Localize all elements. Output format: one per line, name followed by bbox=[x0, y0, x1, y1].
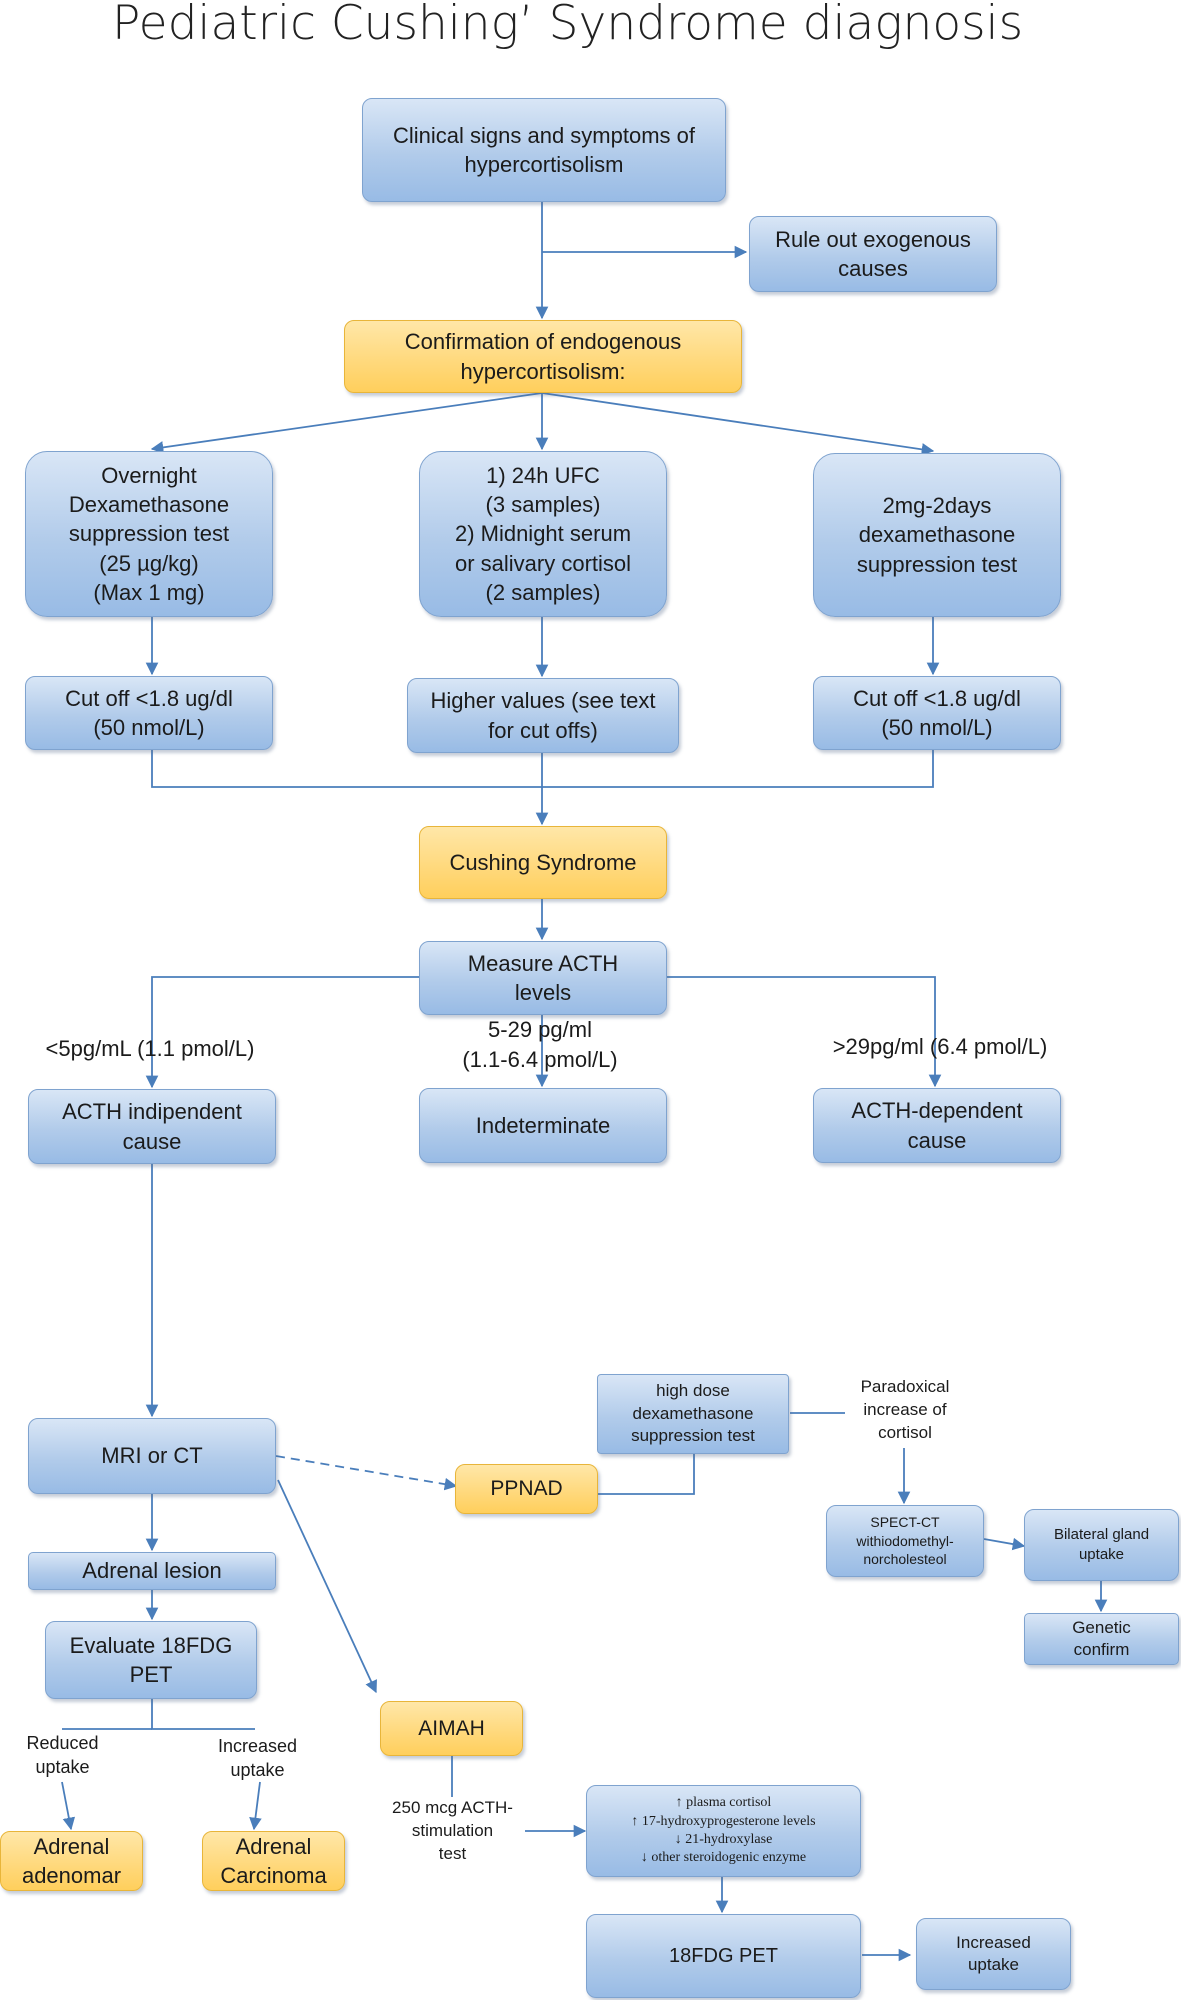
node-acth-indep: ACTH indipendent cause bbox=[28, 1089, 276, 1164]
node-exogenous: Rule out exogenous causes bbox=[749, 216, 997, 292]
node-confirmation: Confirmation of endogenous hypercortisol… bbox=[344, 320, 742, 393]
node-clinical: Clinical signs and symptoms of hypercort… bbox=[362, 98, 726, 202]
edge-confirm-overnight bbox=[150, 392, 543, 454]
node-mri: MRI or CT bbox=[28, 1418, 276, 1494]
node-cushing: Cushing Syndrome bbox=[419, 826, 667, 899]
label-stim: 250 mcg ACTH- stimulation test bbox=[392, 1798, 513, 1863]
diagram-title: Pediatric Cushing’ Syndrome diagnosis bbox=[112, 0, 1024, 51]
edge-acth-dep bbox=[666, 976, 942, 1088]
edge-pet-split bbox=[151, 1699, 255, 1730]
node-genetic: Genetic confirm bbox=[1024, 1613, 1179, 1665]
node-bilateral: Bilateral gland uptake bbox=[1024, 1509, 1179, 1581]
node-twomg: 2mg-2days dexamethasone suppression test bbox=[813, 453, 1061, 617]
node-increased-uptake: Increased uptake bbox=[916, 1918, 1071, 1990]
node-overnight: Overnight Dexamethasone suppression test… bbox=[25, 451, 273, 617]
label-lt5: <5pg/mL (1.1 pmol/L) bbox=[45, 1036, 255, 1061]
node-higher: Higher values (see text for cut offs) bbox=[407, 678, 679, 753]
edge-confirm-twomg bbox=[541, 392, 935, 456]
edge-acth-indep bbox=[145, 976, 419, 1089]
label-increased: Increased uptake bbox=[217, 1736, 298, 1781]
node-adrenal-adenoma: Adrenal adenomar bbox=[0, 1831, 143, 1891]
node-indeterminate: Indeterminate bbox=[419, 1088, 667, 1163]
node-spect: SPECT-CT withiodomethyl- norcholesteol bbox=[826, 1505, 984, 1577]
label-paradoxical: Paradoxical increase of cortisol bbox=[860, 1377, 950, 1442]
edge-mri-aimah bbox=[277, 1479, 377, 1694]
node-fdg-pet: 18FDG PET bbox=[586, 1914, 861, 1998]
node-ufc: 1) 24h UFC (3 samples) 2) Midnight serum… bbox=[419, 451, 667, 617]
node-evaluate-pet: Evaluate 18FDG PET bbox=[45, 1621, 257, 1699]
node-cutoff-left: Cut off <1.8 ug/dl (50 nmol/L) bbox=[25, 676, 273, 750]
node-cutoff-right: Cut off <1.8 ug/dl (50 nmol/L) bbox=[813, 676, 1061, 750]
node-ppnad: PPNAD bbox=[455, 1464, 598, 1514]
node-adrenal-carcinoma: Adrenal Carcinoma bbox=[202, 1831, 345, 1891]
node-aimah: AIMAH bbox=[380, 1701, 523, 1756]
edge-ppnad-highdose bbox=[598, 1454, 695, 1495]
label-reduced: Reduced uptake bbox=[26, 1733, 99, 1778]
edge-mri-ppnad bbox=[275, 1455, 458, 1491]
node-high-dose: high dose dexamethasone suppression test bbox=[597, 1374, 789, 1454]
node-adrenal-lesion: Adrenal lesion bbox=[28, 1552, 276, 1590]
edge-increased-carcinoma bbox=[249, 1781, 262, 1831]
node-acth-dep: ACTH-dependent cause bbox=[813, 1088, 1061, 1163]
node-acth: Measure ACTH levels bbox=[419, 941, 667, 1015]
edge-reduced-adenoma bbox=[61, 1781, 76, 1831]
label-gt29: >29pg/ml (6.4 pmol/L) bbox=[832, 1034, 1048, 1059]
node-plasma: ↑ plasma cortisol ↑ 17-hydroxyprogestero… bbox=[586, 1785, 861, 1877]
label-mid: 5-29 pg/ml (1.1-6.4 pmol/L) bbox=[462, 1017, 618, 1072]
edge-spect-bilateral bbox=[983, 1537, 1026, 1551]
